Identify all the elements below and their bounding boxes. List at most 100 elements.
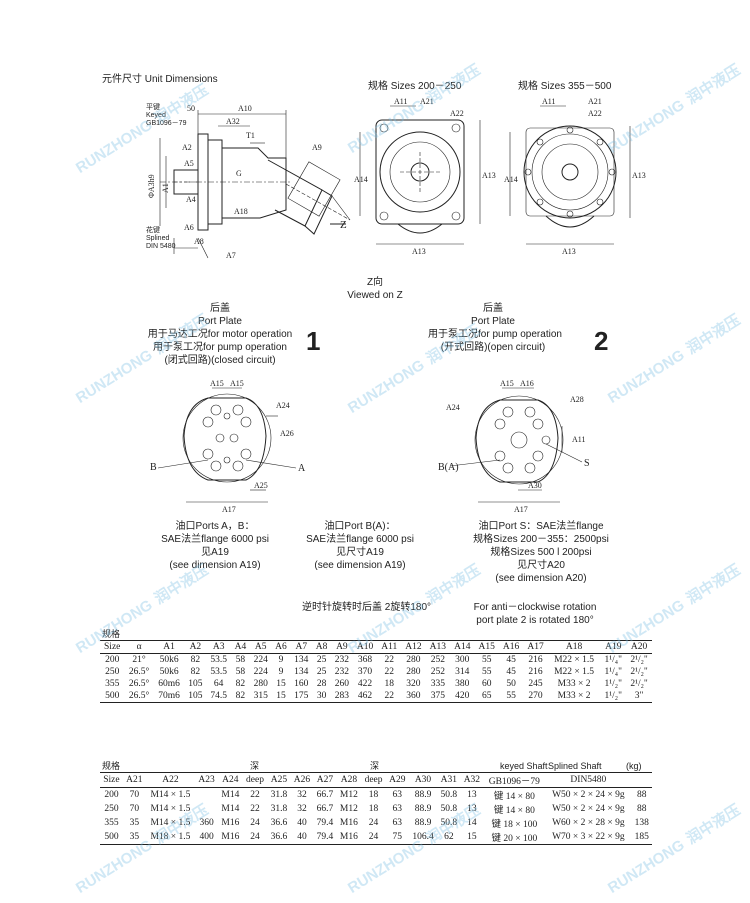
p1-a25: A25	[254, 481, 268, 490]
table-cell: 18	[368, 804, 379, 814]
table2-spec-label: 规格	[102, 761, 121, 771]
splined-note: 花键 Splined DIN 5480	[146, 227, 176, 250]
front-view-large: A11 A21 A22 A14 A13 A13	[504, 97, 646, 256]
table-cell: 24	[368, 818, 379, 828]
table-cell: 21°	[132, 655, 146, 665]
table-header-cell: A32	[460, 772, 484, 788]
small-a21: A21	[420, 97, 434, 106]
table-header-cell: A26	[290, 772, 314, 788]
p2-port-ba: B(A)	[438, 462, 459, 473]
table-header-cell: A13	[425, 640, 451, 654]
table-cell: 360	[401, 690, 426, 703]
table-cell: 232	[334, 655, 349, 665]
table-cell: 58	[235, 655, 246, 665]
table-cell: 9	[278, 655, 284, 665]
table-cell: 355	[104, 818, 119, 828]
table-cell: M14	[221, 790, 240, 800]
table-header-cell: A12	[401, 640, 426, 654]
table-cell: 62	[437, 830, 461, 845]
label-z: Z	[340, 219, 347, 231]
table-cell: 36.6	[270, 818, 288, 828]
table-cell: 70	[129, 804, 140, 814]
table-cell: 40	[297, 818, 307, 828]
dim-a7: A7	[226, 251, 236, 260]
table-cell: 200	[104, 790, 119, 800]
table-cell: 22	[377, 690, 402, 703]
table-cell: 66.7	[316, 790, 334, 800]
table-cell: 232	[334, 667, 349, 677]
table-cell: M22 × 1.5	[554, 667, 595, 677]
table-header-cell: A7	[290, 640, 313, 654]
table-cell: 82	[231, 690, 250, 703]
table2-deep2: 深	[370, 761, 380, 771]
table-cell: 500	[100, 690, 125, 703]
table-cell: 79.4	[316, 818, 334, 828]
front-view-small: A11 A21 A22 A14 A13 A13	[354, 97, 496, 256]
table-cell: 15	[271, 690, 291, 703]
keyed-note: 平键 Keyed GB1096－79	[146, 104, 187, 127]
p2-a28: A28	[570, 395, 584, 404]
table-cell: 250	[104, 804, 119, 814]
table-cell: 45	[506, 655, 516, 665]
table-header-cell: A22	[145, 772, 196, 788]
table-header-cell: Size	[100, 772, 123, 788]
table-header-cell: A9	[330, 640, 353, 654]
label-g: G	[236, 169, 242, 178]
table-cell: 22	[384, 655, 394, 665]
table-cell: 35	[122, 830, 146, 845]
table-cell: 13	[467, 790, 477, 800]
table-header-cell: A23	[195, 772, 219, 788]
viewed-on-z: Z向 Viewed on Z	[347, 277, 403, 301]
table-header-cell: Size	[100, 640, 125, 654]
table-header-cell: A20	[626, 640, 652, 654]
table-cell: 500	[100, 830, 123, 845]
table-cell: 380	[455, 679, 470, 689]
table-cell: 58	[235, 667, 246, 677]
port-plate-1-drawing: A15 A15 A24 A26 A25 A17 B A	[150, 379, 306, 514]
table-cell: W60 × 2 × 28 × 9g	[552, 818, 625, 828]
table-header-cell	[631, 772, 652, 788]
table-cell: M33 × 2	[547, 690, 601, 703]
p2-a15: A15	[500, 379, 514, 388]
table-cell: 50k6	[159, 667, 179, 677]
table-cell: 245	[528, 679, 543, 689]
p2-a24: A24	[446, 403, 460, 412]
large-a13-bottom: A13	[562, 247, 576, 256]
p2-port-s: S	[584, 458, 590, 469]
table-cell: 370	[357, 667, 373, 677]
table-header-cell: A30	[408, 772, 438, 788]
table-header-cell: A29	[385, 772, 409, 788]
page-title: 元件尺寸 Unit Dimensions	[102, 74, 218, 85]
p1-a26: A26	[280, 429, 294, 438]
table-cell: 键 18 × 100	[491, 820, 538, 830]
table-cell: 60m6	[158, 679, 180, 689]
table-cell: 355	[105, 679, 120, 689]
p2-a16: A16	[520, 379, 534, 388]
table-header-cell: A3	[206, 640, 232, 654]
table-cell: 70	[129, 790, 140, 800]
table-cell: M12	[339, 790, 358, 800]
table-cell: 50.8	[440, 818, 458, 828]
table-cell: 40	[290, 830, 314, 845]
large-a13-right: A13	[632, 171, 646, 180]
table-cell: 18	[384, 679, 394, 689]
table-cell: 368	[357, 655, 373, 665]
table-header-cell: deep	[242, 772, 268, 788]
table-cell: 360	[199, 818, 214, 828]
table-cell: 400	[195, 830, 219, 845]
dim-a6: A6	[184, 223, 194, 232]
dim-a3: ΦA3h9	[147, 174, 156, 198]
table-cell: 1¹/₄"	[604, 667, 622, 677]
table-cell: 64	[213, 679, 224, 689]
table-header-cell: DIN5480	[545, 772, 632, 788]
table-cell: 24	[250, 818, 260, 828]
port-plate-1-number: 1	[306, 326, 321, 356]
table2-splined-shaft: Splined Shaft	[548, 761, 602, 771]
small-a14: A14	[354, 175, 368, 184]
